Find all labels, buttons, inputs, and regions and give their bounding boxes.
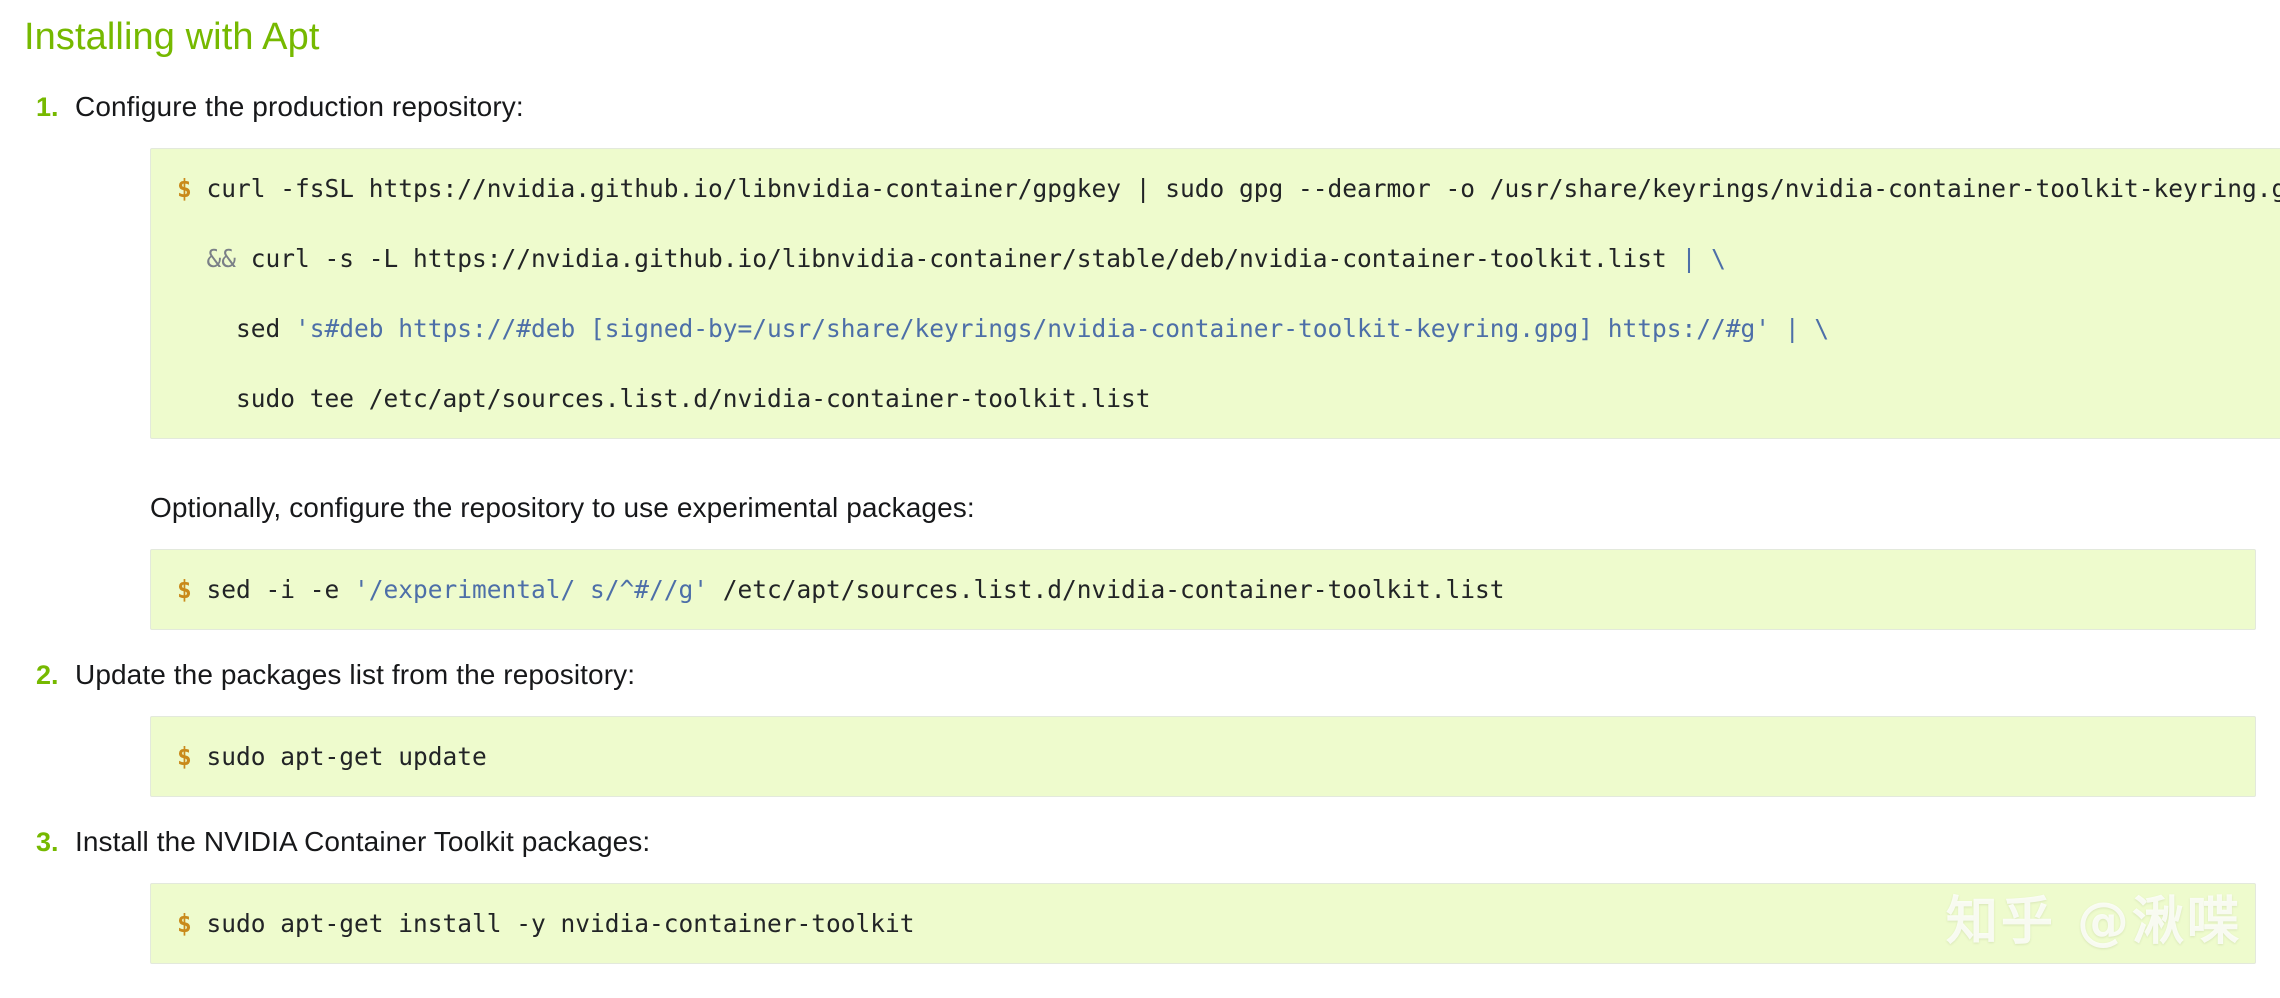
- code-line: && curl -s -L https://nvidia.github.io/l…: [177, 241, 2280, 276]
- step-text-1: Configure the production repository:: [75, 90, 524, 122]
- code-line: sudo tee /etc/apt/sources.list.d/nvidia-…: [177, 381, 2280, 416]
- code-token-plain: sed -i -e: [206, 574, 355, 604]
- code-token-cont: | \: [1784, 313, 1830, 343]
- step-text-3: Install the NVIDIA Container Toolkit pac…: [75, 825, 651, 857]
- step-item-2: 2. Update the packages list from the rep…: [0, 656, 2280, 797]
- code-token-cont: | \: [1681, 243, 1726, 273]
- code-block-experimental-packages[interactable]: $ sed -i -e '/experimental/ s/^#//g' /et…: [150, 548, 2256, 630]
- step-item-3: 3. Install the NVIDIA Container Toolkit …: [0, 823, 2280, 964]
- code-content[interactable]: $ sudo apt-get update: [151, 717, 2255, 796]
- code-block-install-toolkit[interactable]: $ sudo apt-get install -y nvidia-contain…: [150, 882, 2256, 964]
- code-line: $ curl -fsSL https://nvidia.github.io/li…: [177, 171, 2280, 206]
- step-text-2: Update the packages list from the reposi…: [75, 658, 636, 690]
- step-number-2: 2.: [36, 659, 59, 690]
- code-token-prompt: $: [177, 908, 207, 938]
- code-token-str: '/experimental/ s/^#//g': [354, 574, 709, 604]
- code-content[interactable]: $ curl -fsSL https://nvidia.github.io/li…: [151, 149, 2280, 438]
- code-token-plain: [1770, 314, 1785, 343]
- install-steps-list: 1. Configure the production repository: …: [0, 88, 2280, 964]
- code-token-prompt: $: [177, 173, 207, 203]
- code-token-plain: sudo apt-get install -y nvidia-container…: [206, 908, 915, 938]
- code-content[interactable]: $ sed -i -e '/experimental/ s/^#//g' /et…: [151, 550, 2255, 629]
- code-line: $ sed -i -e '/experimental/ s/^#//g' /et…: [177, 572, 2227, 607]
- code-block-configure-repository[interactable]: $ curl -fsSL https://nvidia.github.io/li…: [150, 147, 2280, 439]
- code-token-plain: sed: [177, 313, 296, 343]
- code-token-plain: sudo apt-get update: [206, 741, 487, 771]
- step-number-1: 1.: [36, 91, 59, 122]
- code-token-plain: curl -fsSL https://nvidia.github.io/libn…: [206, 173, 2280, 203]
- code-token-op: &&: [206, 243, 237, 273]
- code-token-str: 's#deb https://#deb [signed-by=/usr/shar…: [295, 313, 1771, 343]
- code-content[interactable]: $ sudo apt-get install -y nvidia-contain…: [151, 884, 2255, 963]
- step-number-3: 3.: [36, 826, 59, 857]
- step-item-1: 1. Configure the production repository: …: [0, 88, 2280, 630]
- code-token-prompt: $: [177, 574, 207, 604]
- code-line: $ sudo apt-get update: [177, 739, 2227, 774]
- code-line: $ sudo apt-get install -y nvidia-contain…: [177, 906, 2227, 941]
- code-token-plain: sudo tee /etc/apt/sources.list.d/nvidia-…: [177, 383, 1151, 413]
- code-line: sed 's#deb https://#deb [signed-by=/usr/…: [177, 311, 2280, 346]
- code-token-plain: [177, 244, 207, 273]
- code-token-plain: curl -s -L https://nvidia.github.io/libn…: [236, 243, 1682, 273]
- code-block-apt-get-update[interactable]: $ sudo apt-get update: [150, 715, 2256, 797]
- code-token-prompt: $: [177, 741, 207, 771]
- code-token-plain: /etc/apt/sources.list.d/nvidia-container…: [708, 574, 1505, 604]
- page-title: Installing with Apt: [24, 16, 320, 58]
- optional-note-text: Optionally, configure the repository to …: [150, 491, 975, 523]
